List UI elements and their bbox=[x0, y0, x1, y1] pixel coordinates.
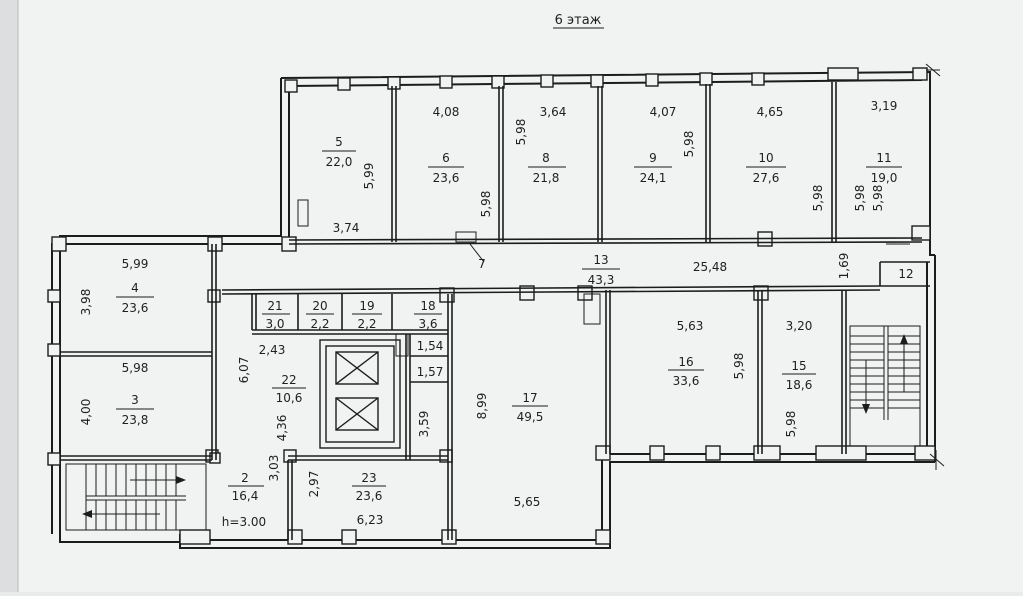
room-22-number: 22 bbox=[281, 373, 296, 387]
room-15-area: 18,6 bbox=[786, 378, 813, 392]
room-8-number: 8 bbox=[542, 151, 550, 165]
room-3-area: 23,8 bbox=[122, 413, 149, 427]
dim-label: 8,99 bbox=[475, 393, 489, 420]
dim-label: 4,00 bbox=[79, 399, 93, 426]
room-21-area: 3,0 bbox=[265, 317, 284, 331]
room-23-number: 23 bbox=[361, 471, 376, 485]
elevator-shafts bbox=[319, 339, 401, 449]
room-11-number: 11 bbox=[876, 151, 891, 165]
dim-label: 4,36 bbox=[275, 415, 289, 442]
dim-label: 3,03 bbox=[267, 455, 281, 482]
room-20-number: 20 bbox=[312, 299, 327, 313]
room-8-area: 21,8 bbox=[533, 171, 560, 185]
dim-label: 5,98 bbox=[122, 361, 149, 375]
room-3-number: 3 bbox=[131, 393, 139, 407]
dim-label: 5,65 bbox=[514, 495, 541, 509]
room-6-area: 23,6 bbox=[433, 171, 460, 185]
room-7-number: 7 bbox=[478, 257, 486, 271]
dim-label: 5,98 bbox=[811, 185, 825, 212]
dim-label: 5,98 bbox=[514, 119, 528, 146]
room-18-number: 18 bbox=[420, 299, 435, 313]
floor-title: 6 этаж bbox=[555, 13, 602, 28]
room-23-area: 23,6 bbox=[356, 489, 383, 503]
floor-height-label: h=3.00 bbox=[222, 515, 266, 529]
dim-label: 2,97 bbox=[307, 471, 321, 498]
room-20-area: 2,2 bbox=[310, 317, 329, 331]
room-19-number: 19 bbox=[359, 299, 374, 313]
dim-label: 5,98 bbox=[732, 353, 746, 380]
dim-label: 6,23 bbox=[357, 513, 384, 527]
stair-arrow-right-up bbox=[900, 334, 908, 344]
dim-label: 5,63 bbox=[677, 319, 704, 333]
room-4-number: 4 bbox=[131, 281, 139, 295]
room-15-number: 15 bbox=[791, 359, 806, 373]
dim-label: 5,98 bbox=[853, 185, 867, 212]
dim-label: 3,59 bbox=[417, 411, 431, 438]
room-16-number: 16 bbox=[678, 355, 693, 369]
room-4-area: 23,6 bbox=[122, 301, 149, 315]
dim-label: 5,98 bbox=[784, 411, 798, 438]
dim-label: 25,48 bbox=[693, 260, 727, 274]
room-18-area: 3,6 bbox=[418, 317, 437, 331]
stair-arrow-left-down bbox=[82, 510, 92, 518]
room-9-area: 24,1 bbox=[640, 171, 667, 185]
dim-label: 5,98 bbox=[871, 185, 885, 212]
dim-label: 4,65 bbox=[757, 105, 784, 119]
dim-label: 4,08 bbox=[433, 105, 460, 119]
stair-arrow-left-up bbox=[176, 476, 186, 484]
dim-label: 3,98 bbox=[79, 289, 93, 316]
room-17-area: 49,5 bbox=[517, 410, 544, 424]
room-19-area: 2,2 bbox=[357, 317, 376, 331]
room-labels: 5 22,0 6 23,6 8 21,8 9 24,1 10 27,6 11 1… bbox=[116, 135, 914, 529]
room-17-number: 17 bbox=[522, 391, 537, 405]
room-11-area: 19,0 bbox=[871, 171, 898, 185]
stairs-right bbox=[849, 325, 921, 447]
dim-label: 1,57 bbox=[417, 365, 444, 379]
room-13-area: 43,3 bbox=[588, 273, 615, 287]
dim-label: 5,98 bbox=[479, 191, 493, 218]
stairs-left bbox=[65, 463, 207, 531]
room-10-number: 10 bbox=[758, 151, 773, 165]
dim-label: 1,54 bbox=[417, 339, 444, 353]
room-5-number: 5 bbox=[335, 135, 343, 149]
room-12-number: 12 bbox=[898, 267, 913, 281]
dim-label: 3,19 bbox=[871, 99, 898, 113]
dim-label: 3,74 bbox=[333, 221, 360, 235]
dim-label: 3,64 bbox=[540, 105, 567, 119]
room-6-number: 6 bbox=[442, 151, 450, 165]
dimension-labels: 3,74 5,99 4,08 5,98 3,64 5,98 4,07 5,98 … bbox=[79, 99, 897, 527]
room-5-area: 22,0 bbox=[326, 155, 353, 169]
room-13-number: 13 bbox=[593, 253, 608, 267]
dim-label: 5,99 bbox=[122, 257, 149, 271]
axis-ticks bbox=[925, 63, 945, 470]
room-21-number: 21 bbox=[267, 299, 282, 313]
room-2-number: 2 bbox=[241, 471, 249, 485]
room-16-area: 33,6 bbox=[673, 374, 700, 388]
dim-label: 5,98 bbox=[682, 131, 696, 158]
dim-label: 5,99 bbox=[362, 163, 376, 190]
dim-label: 4,07 bbox=[650, 105, 677, 119]
room-22-area: 10,6 bbox=[276, 391, 303, 405]
dim-label: 1,69 bbox=[837, 253, 851, 280]
interior-walls bbox=[60, 82, 930, 540]
stair-arrow-right-down bbox=[862, 404, 870, 414]
dim-label: 6,07 bbox=[237, 357, 251, 384]
dim-label: 3,20 bbox=[786, 319, 813, 333]
room-10-area: 27,6 bbox=[753, 171, 780, 185]
niche-details bbox=[297, 199, 910, 357]
dim-label: 2,43 bbox=[259, 343, 286, 357]
room-2-area: 16,4 bbox=[232, 489, 259, 503]
room-9-number: 9 bbox=[649, 151, 657, 165]
